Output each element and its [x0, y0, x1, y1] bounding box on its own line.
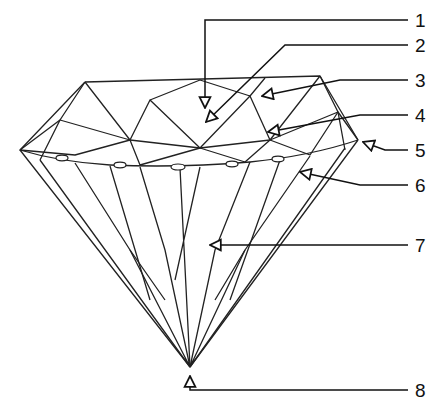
callout-number: 1: [414, 11, 427, 30]
callout-number: 8: [414, 381, 427, 400]
callout-number: 4: [414, 106, 427, 125]
callout-number: 3: [414, 71, 427, 90]
callout-number: 7: [414, 236, 427, 255]
callout-number: 5: [414, 141, 427, 160]
leader-lines: [190, 20, 408, 390]
callout-number: 2: [414, 36, 427, 55]
callout-number: 6: [414, 176, 427, 195]
